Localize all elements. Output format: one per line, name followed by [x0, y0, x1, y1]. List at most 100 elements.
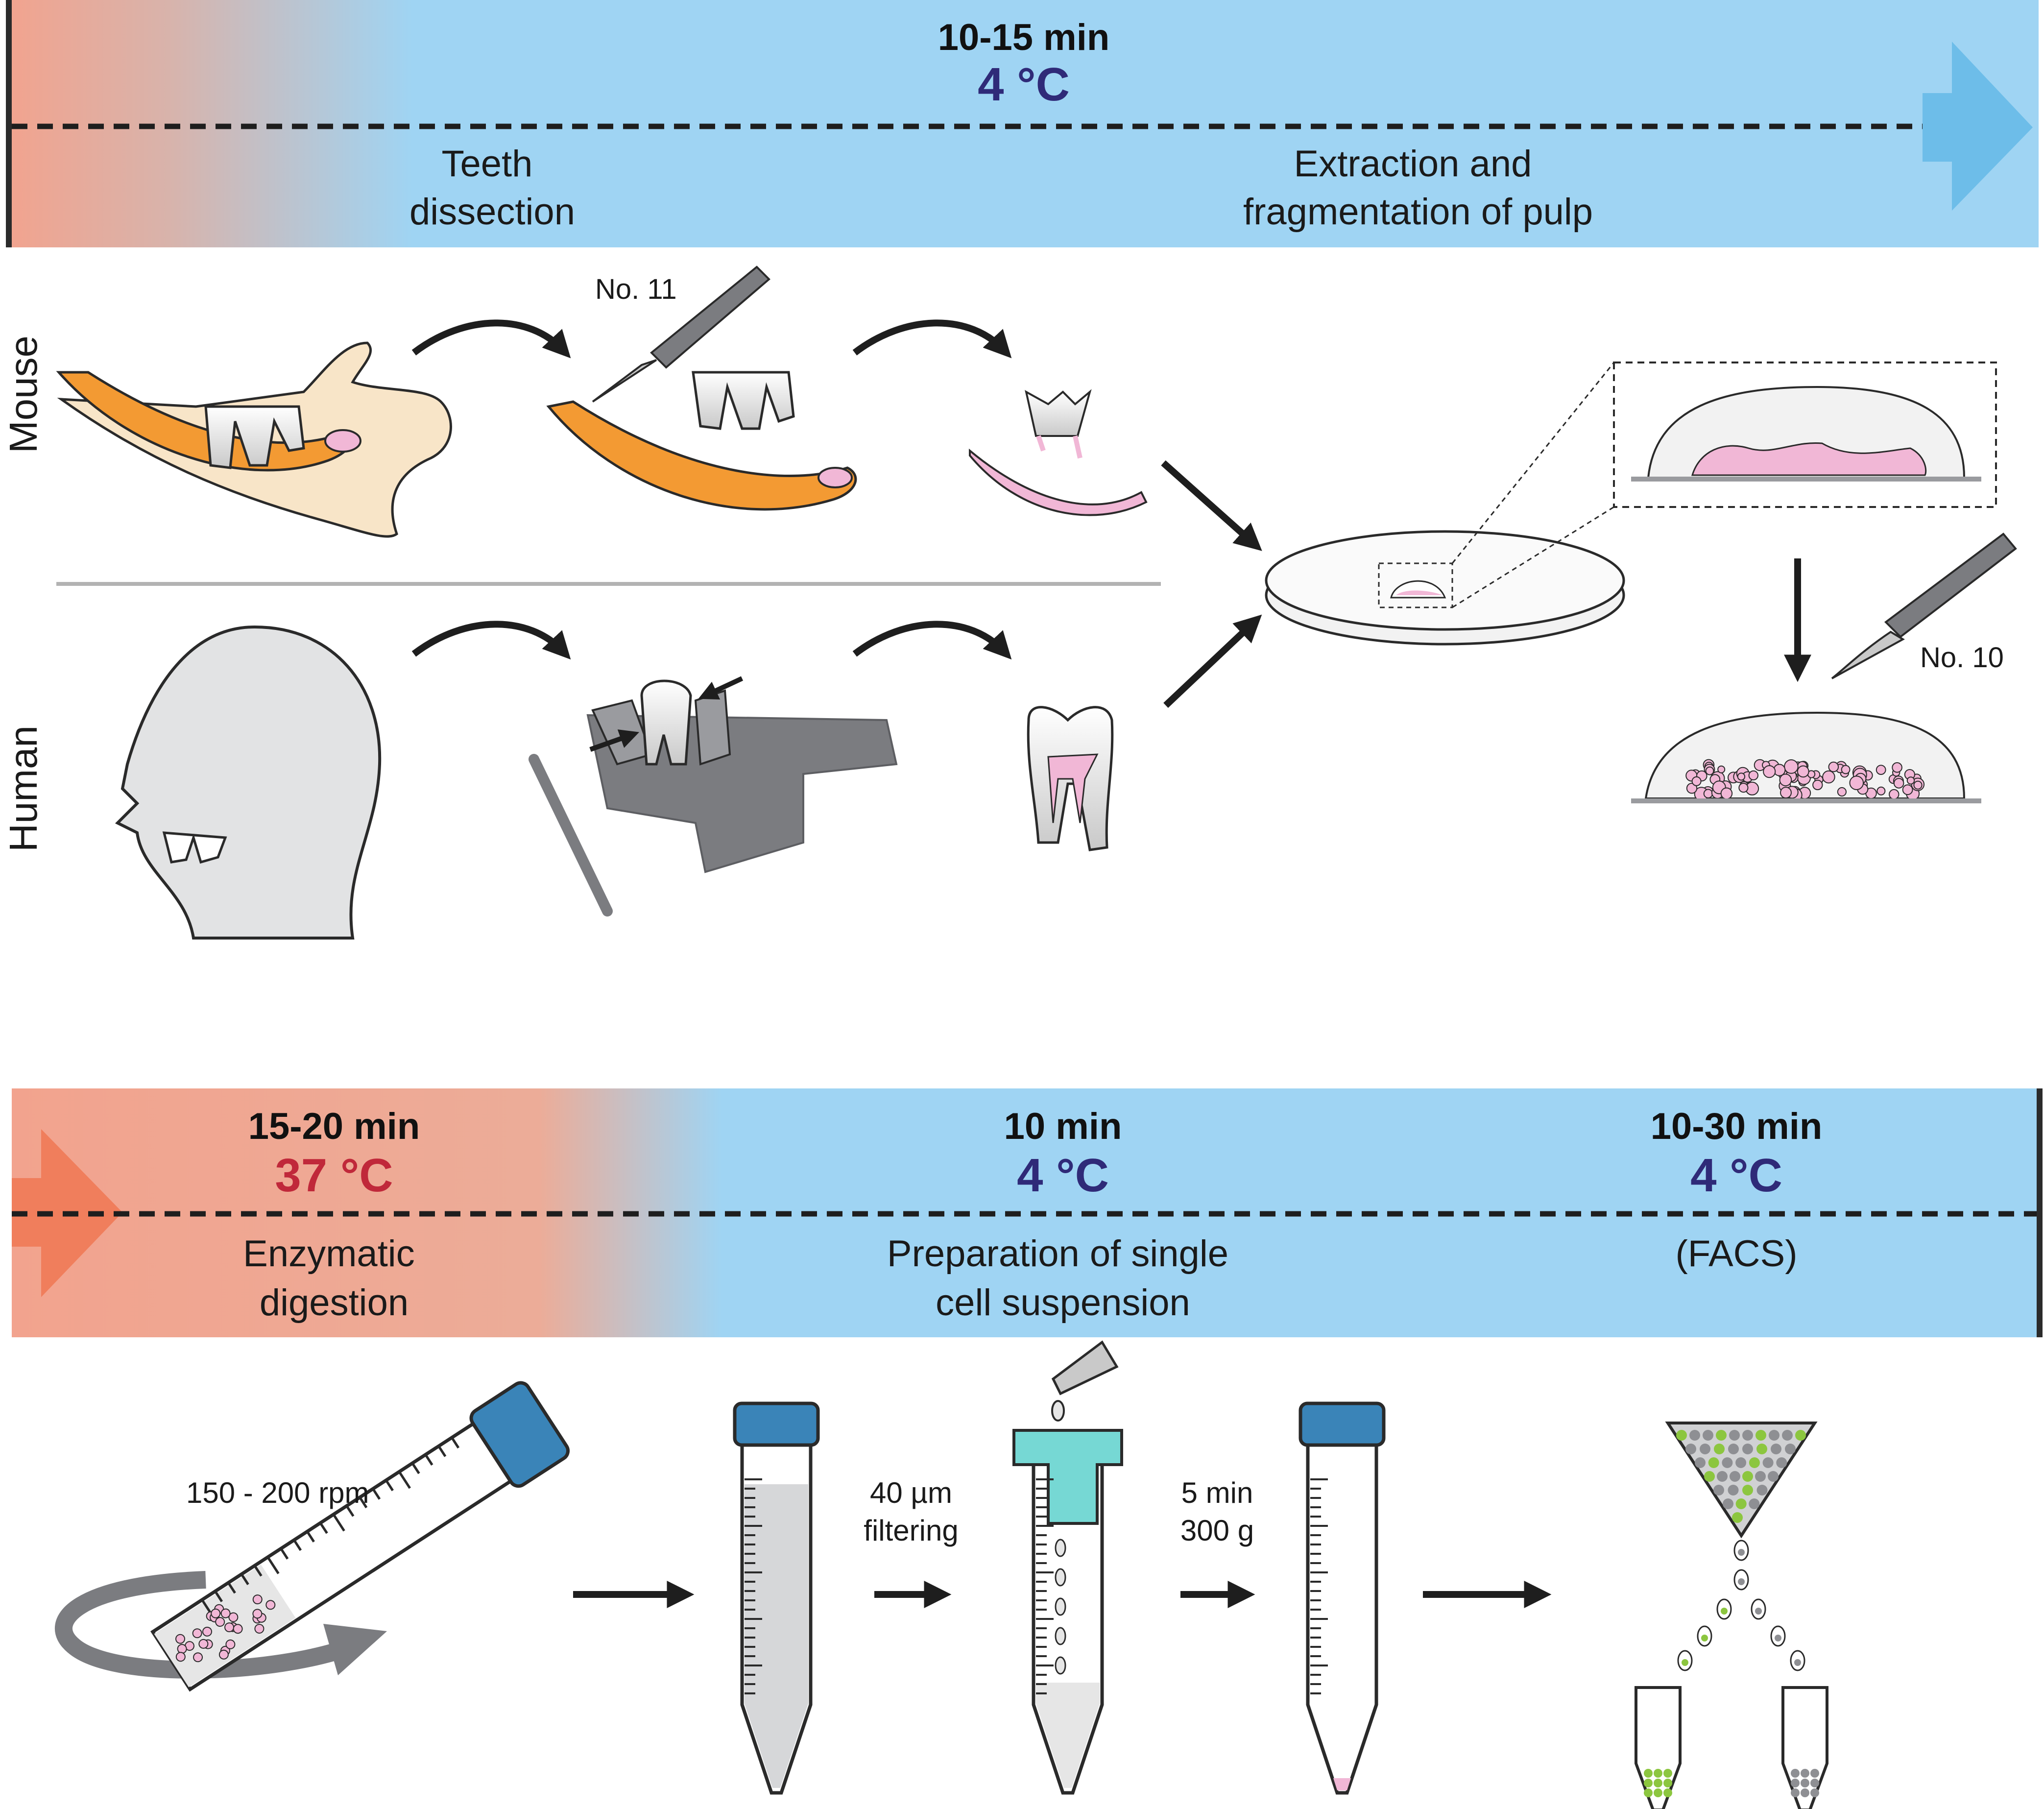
tube-pulp-fragment: [224, 1622, 235, 1633]
mouse-dissected-molars: [692, 371, 795, 430]
scalpel-label-no11: No. 11: [595, 273, 677, 305]
scalpel-label-no10: No. 10: [1920, 642, 2004, 674]
facs-cell: [1728, 1485, 1739, 1495]
bench-vise-illustration: [529, 676, 898, 917]
step-extraction-line2: fragmentation of pulp: [1243, 191, 1593, 233]
mouse-extracted-pulp: [969, 389, 1148, 516]
facs-sorter: [1635, 1422, 1828, 1809]
pulp-fragment: [1889, 789, 1900, 800]
pulp-fragment: [1837, 787, 1847, 797]
arrow-mouse-step2: [852, 319, 1012, 359]
rotating-tube-cap: [469, 1381, 570, 1488]
sorted-green-cell: [1663, 1788, 1672, 1797]
tube-graduation-tick: [345, 1505, 355, 1517]
top-banner-arrow: [1923, 42, 2033, 211]
facs-cell: [1730, 1471, 1740, 1482]
tube-pulp-fragment: [252, 1609, 263, 1619]
pulp-fragment: [1763, 765, 1776, 778]
tube-graduation-tick: [227, 1582, 236, 1594]
tube-graduation-tick: [253, 1565, 263, 1577]
human-head-silhouette: [115, 625, 382, 940]
pulp-fragment: [1812, 779, 1823, 791]
facs-droplet-cell: [1755, 1608, 1762, 1615]
facs-cell: [1742, 1444, 1753, 1454]
stage1-label-line2: digestion: [260, 1282, 409, 1324]
tube-graduation-tick: [385, 1479, 394, 1492]
pulp-fragment: [1720, 787, 1733, 800]
stage1-label-line1: Enzymatic: [243, 1233, 415, 1275]
facs-cell: [1695, 1457, 1706, 1468]
facs-cell: [1732, 1512, 1743, 1523]
facs-droplet-cell: [1721, 1608, 1728, 1615]
sorted-green-cell: [1654, 1779, 1662, 1787]
sorted-green-cell: [1644, 1769, 1653, 1778]
tube-pulp-fragment: [254, 1623, 265, 1634]
step-teeth-dissection-line2: dissection: [409, 191, 575, 233]
sorted-gray-cell: [1801, 1779, 1809, 1787]
facs-cell: [1768, 1471, 1779, 1482]
stage2-temperature: 4 °C: [1017, 1149, 1109, 1202]
row-label-mouse: Mouse: [1, 336, 45, 453]
mouse-extracted-molar: [1025, 389, 1092, 437]
facs-cell: [1716, 1430, 1727, 1441]
zoom-intact-pulp: [1691, 442, 1927, 476]
stage1-duration: 15-20 min: [248, 1106, 420, 1147]
facs-cell: [1676, 1430, 1687, 1441]
tube-graduation-tick: [372, 1488, 381, 1500]
petri-dish: [1265, 530, 1625, 646]
sort-tube-green: [1635, 1686, 1682, 1809]
pulp-fragment: [1737, 772, 1746, 781]
tube-full-graduations: [745, 1478, 762, 1694]
rotation-speed-label: 150 - 200 rpm: [186, 1476, 369, 1509]
arrow-human-step2: [852, 621, 1012, 660]
facs-cell: [1729, 1430, 1740, 1441]
pulp-fragment: [1780, 787, 1792, 799]
pulp-fragment: [1841, 765, 1851, 774]
centrifuge-label-line1: 5 min: [1181, 1476, 1253, 1509]
scalpel-blade-right: [1831, 630, 1905, 679]
facs-cell: [1689, 1430, 1700, 1441]
tube-graduation-tick: [280, 1548, 289, 1560]
facs-cell: [1749, 1498, 1760, 1509]
tube-full-liquid: [745, 1484, 808, 1788]
filtered-tube-liquid: [1036, 1683, 1100, 1788]
stage2-label-line2: cell suspension: [936, 1282, 1190, 1324]
facs-cell: [1769, 1430, 1779, 1441]
mouse-jaw-illustration: [56, 341, 452, 538]
top-temperature: 4 °C: [978, 58, 1070, 111]
stage3-label: (FACS): [1675, 1233, 1797, 1275]
facs-cell: [1704, 1471, 1715, 1482]
sorted-green-cell: [1644, 1779, 1653, 1787]
human-visible-teeth: [162, 831, 227, 864]
vise-pressure-arrow-right: [698, 676, 744, 699]
facs-droplet-cell: [1682, 1659, 1688, 1666]
facs-cell: [1735, 1457, 1747, 1468]
filtrate-droplet: [1055, 1627, 1066, 1645]
facs-cell: [1749, 1457, 1760, 1468]
filtrate-droplet: [1055, 1597, 1066, 1616]
tube-pulp-fragment: [228, 1612, 239, 1622]
top-duration: 10-15 min: [938, 17, 1110, 58]
pulp-fragment: [1779, 773, 1792, 787]
facs-cell: [1755, 1471, 1766, 1482]
sorted-green-cell: [1644, 1788, 1653, 1797]
filter-label-line1: 40 µm: [870, 1476, 952, 1509]
top-timeline-banner: 10-15 min 4 °C Teeth dissection Extracti…: [6, 0, 2039, 247]
stage3-duration: 10-30 min: [1651, 1106, 1823, 1147]
petri-dish-zoom-area: [1378, 562, 1453, 608]
scalpel-no11: [592, 265, 770, 403]
tube-pulp-fragment: [198, 1639, 209, 1649]
human-split-tooth: [1027, 706, 1114, 851]
tube-graduation-tick: [214, 1591, 223, 1602]
pulp-fragment: [1691, 776, 1702, 786]
pulp-fragment: [1913, 780, 1923, 790]
mouse-pulp-spot: [324, 429, 361, 453]
facs-cell: [1713, 1485, 1724, 1495]
fragmented-pulp-droplet: [1631, 711, 1981, 803]
sorted-green-cell: [1654, 1769, 1662, 1778]
pulp-fragment: [1748, 770, 1759, 781]
sorted-gray-cell: [1810, 1788, 1819, 1797]
mouse-incisor-pulp: [969, 448, 1148, 516]
step-teeth-dissection-line1: Teeth: [441, 143, 532, 185]
stage2-duration: 10 min: [1004, 1106, 1122, 1147]
